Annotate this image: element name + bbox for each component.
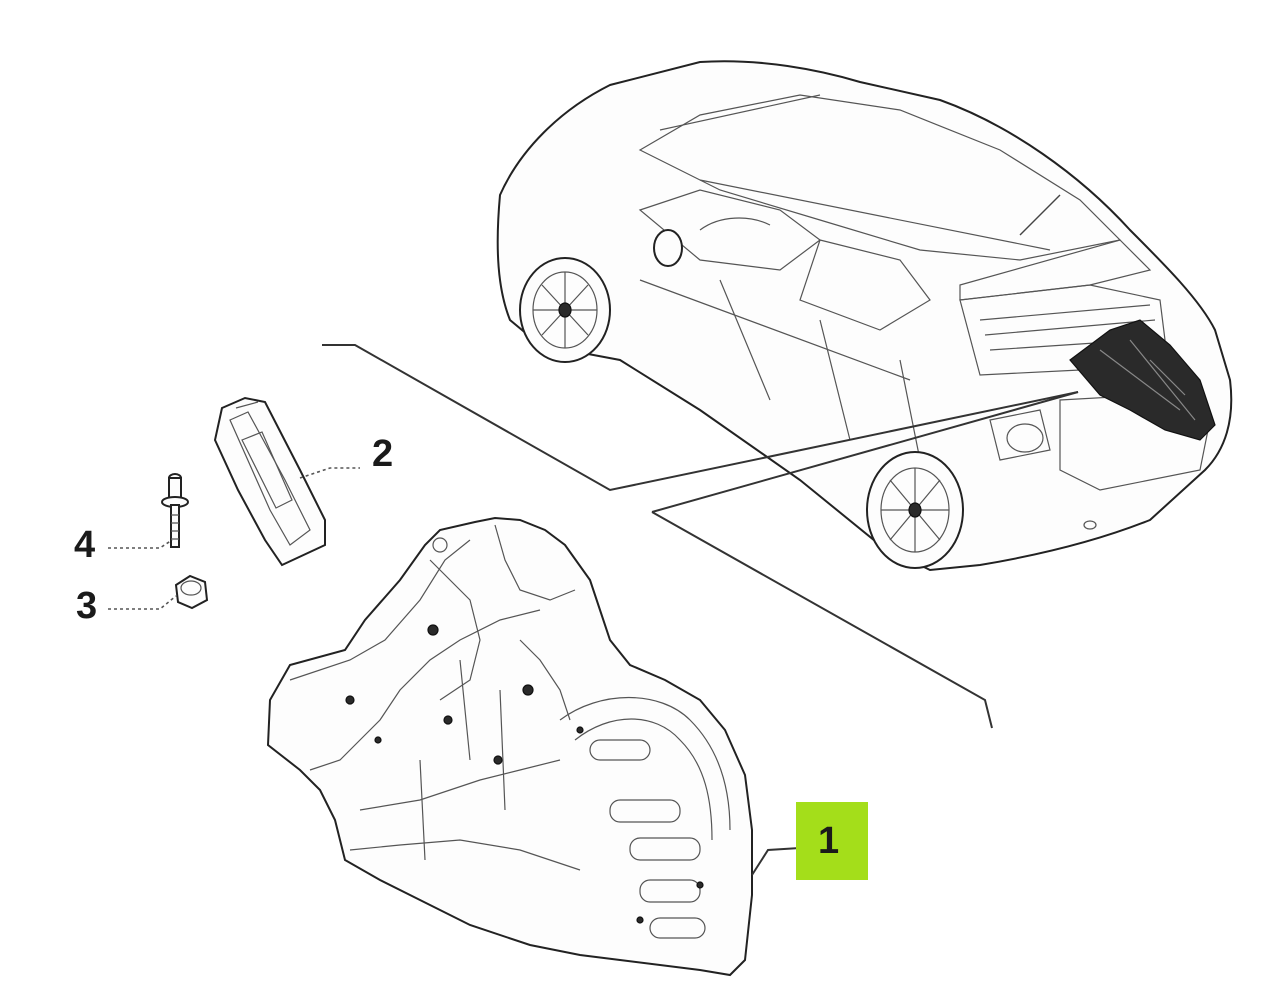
part-1-wheelhouse-panel: [266, 516, 753, 977]
highlighted-wheelhouse: [1069, 319, 1216, 441]
callout-1-label: 1: [818, 820, 839, 862]
front-wheel: [519, 257, 611, 363]
part-2-bracket: [213, 396, 326, 567]
callout-3-label: 3: [76, 585, 97, 627]
callout-2-label: 2: [372, 433, 393, 475]
rear-wheel: [866, 451, 964, 569]
callout-4-label: 4: [74, 524, 95, 566]
part-3-nut: [174, 574, 209, 610]
part-4-stud: [161, 473, 189, 548]
callout-projection-lines: [322, 344, 1079, 729]
vehicle-illustration: [496, 60, 1233, 572]
callout-1-highlight-box: [796, 802, 868, 880]
